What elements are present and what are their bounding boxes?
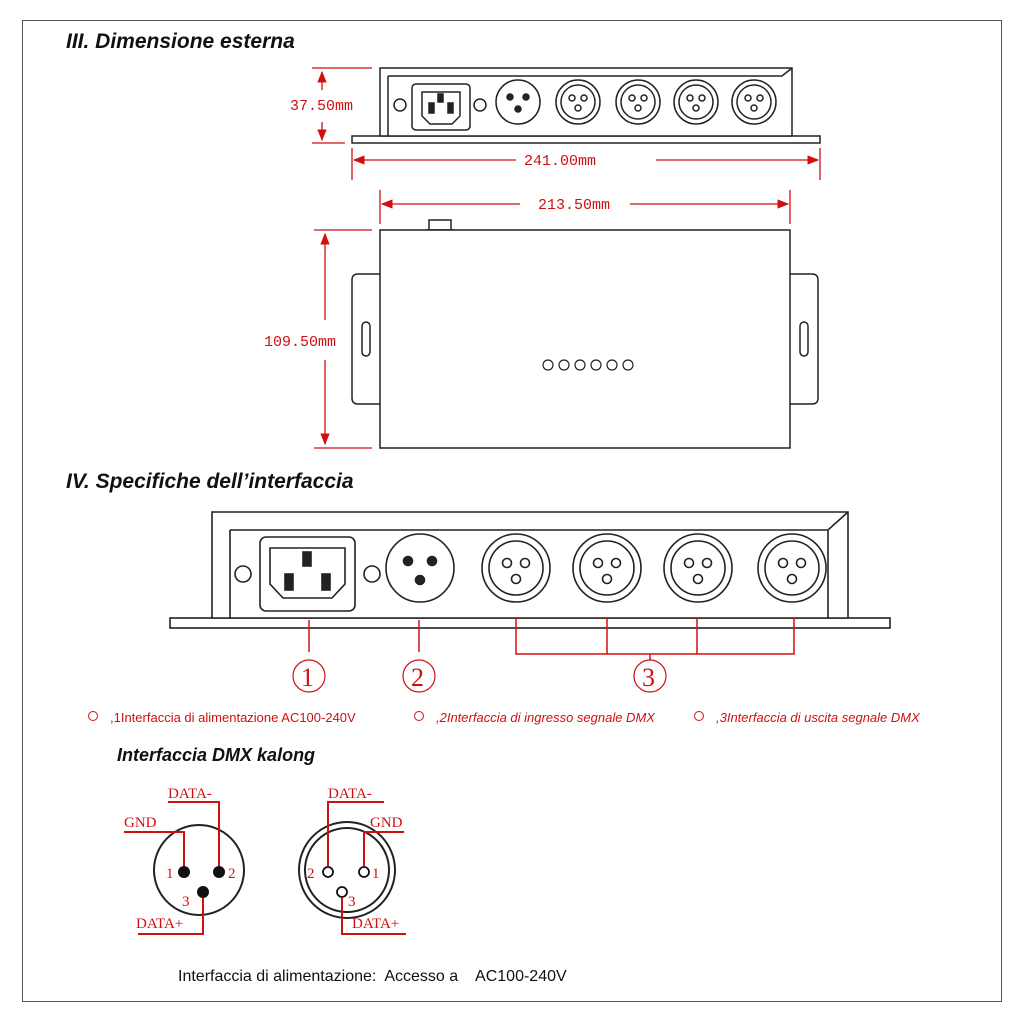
- callout-lines: [308, 618, 795, 660]
- front-small-hole-left: [393, 98, 407, 112]
- front-small-xlr-out-2: [615, 79, 661, 125]
- xlr-output-connector-4: [757, 533, 827, 603]
- legend-item-power-text: Interfaccia di alimentazione AC100-240V: [120, 710, 356, 725]
- top-view-right-ear: [790, 273, 819, 405]
- dim-total-length-label: 241.00mm: [524, 153, 596, 170]
- legend-bullet-icon: [694, 711, 704, 721]
- front-large-hole-left: [234, 565, 252, 583]
- top-view-left-slot: [361, 321, 371, 357]
- male-gnd-label: GND: [124, 815, 157, 831]
- front-small-hole-right: [473, 98, 487, 112]
- dim-depth-label: 109.50mm: [264, 334, 336, 351]
- legend-item-dmx-input: ,2Interfaccia di ingresso segnale DMX: [414, 710, 655, 725]
- legend-item-power: ,1Interfaccia di alimentazione AC100-240…: [88, 710, 356, 725]
- section-title-interface-specs: IV. Specifiche dell’interfaccia: [66, 470, 354, 493]
- dim-height-label: 37.50mm: [290, 98, 353, 115]
- dim-depth: [314, 229, 372, 449]
- dim-height: [312, 67, 372, 144]
- front-small-bevel: [387, 67, 793, 136]
- front-small-body: [379, 67, 793, 137]
- front-small-xlr-out-1: [555, 79, 601, 125]
- female-pin3-label: 3: [348, 894, 356, 910]
- dim-total-length: [351, 148, 821, 180]
- male-pin3-label: 3: [182, 894, 190, 910]
- top-view-knob: [428, 219, 452, 231]
- xlr-output-connector-1: [481, 533, 551, 603]
- legend-item-power-num: ,1: [110, 710, 121, 725]
- legend-item-dmx-output-num: ,3: [716, 710, 727, 725]
- front-small-xlr-out-3: [673, 79, 719, 125]
- legend-item-dmx-input-num: ,2: [436, 710, 447, 725]
- dim-body-length-label: 213.50mm: [538, 197, 610, 214]
- page-frame: [22, 20, 1002, 1002]
- top-view-left-ear: [351, 273, 380, 405]
- dim-body-length: [379, 190, 791, 224]
- top-view-leds: [542, 359, 634, 371]
- legend-item-dmx-output: ,3Interfaccia di uscita segnale DMX: [694, 710, 920, 725]
- xlr-input-connector: [385, 533, 455, 603]
- front-small-xlr-out-4: [731, 79, 777, 125]
- xlr-output-connector-2: [572, 533, 642, 603]
- callout-2: 2: [411, 663, 424, 692]
- top-view-right-slot: [799, 321, 809, 357]
- power-socket-inner: [269, 547, 346, 599]
- front-view-small: [351, 67, 821, 144]
- male-data-plus-label: DATA+: [136, 916, 183, 932]
- callout-1: 1: [301, 663, 314, 692]
- legend-bullet-icon: [88, 711, 98, 721]
- male-pin2-label: 2: [228, 866, 236, 882]
- female-pin2-label: 2: [307, 866, 315, 882]
- legend-item-dmx-input-text: Interfaccia di ingresso segnale DMX: [446, 710, 655, 725]
- callout-circles: [292, 659, 667, 693]
- front-large-bevel: [229, 511, 849, 618]
- dmx-male-pinout: [124, 801, 245, 935]
- front-small-power-socket: [411, 83, 471, 131]
- xlr-output-connector-3: [663, 533, 733, 603]
- power-socket: [259, 536, 356, 612]
- front-small-xlr-input: [495, 79, 541, 125]
- male-pin1-label: 1: [166, 866, 174, 882]
- legend-bullet-icon: [414, 711, 424, 721]
- power-interface-note: Interfaccia di alimentazione: Accesso a …: [178, 968, 567, 985]
- female-data-plus-label: DATA+: [352, 916, 399, 932]
- top-view: [351, 219, 819, 449]
- front-large-hole-right: [363, 565, 381, 583]
- dmx-female-pinout: [298, 801, 406, 935]
- female-data-minus-label: DATA-: [328, 786, 372, 802]
- front-large-flange: [169, 617, 891, 629]
- legend-item-dmx-output-text: Interfaccia di uscita segnale DMX: [726, 710, 920, 725]
- male-data-minus-label: DATA-: [168, 786, 212, 802]
- top-view-body: [379, 229, 791, 449]
- section-title-external-dimensions: III. Dimensione esterna: [66, 30, 295, 53]
- front-view-large: [169, 511, 891, 629]
- section-title-dmx-interface: Interfaccia DMX kalong: [117, 745, 316, 765]
- female-gnd-label: GND: [370, 815, 403, 831]
- front-small-power-inner: [421, 91, 461, 125]
- female-pin1-label: 1: [372, 866, 380, 882]
- callout-3: 3: [642, 663, 655, 692]
- front-small-flange: [351, 135, 821, 144]
- front-large-body: [211, 511, 849, 619]
